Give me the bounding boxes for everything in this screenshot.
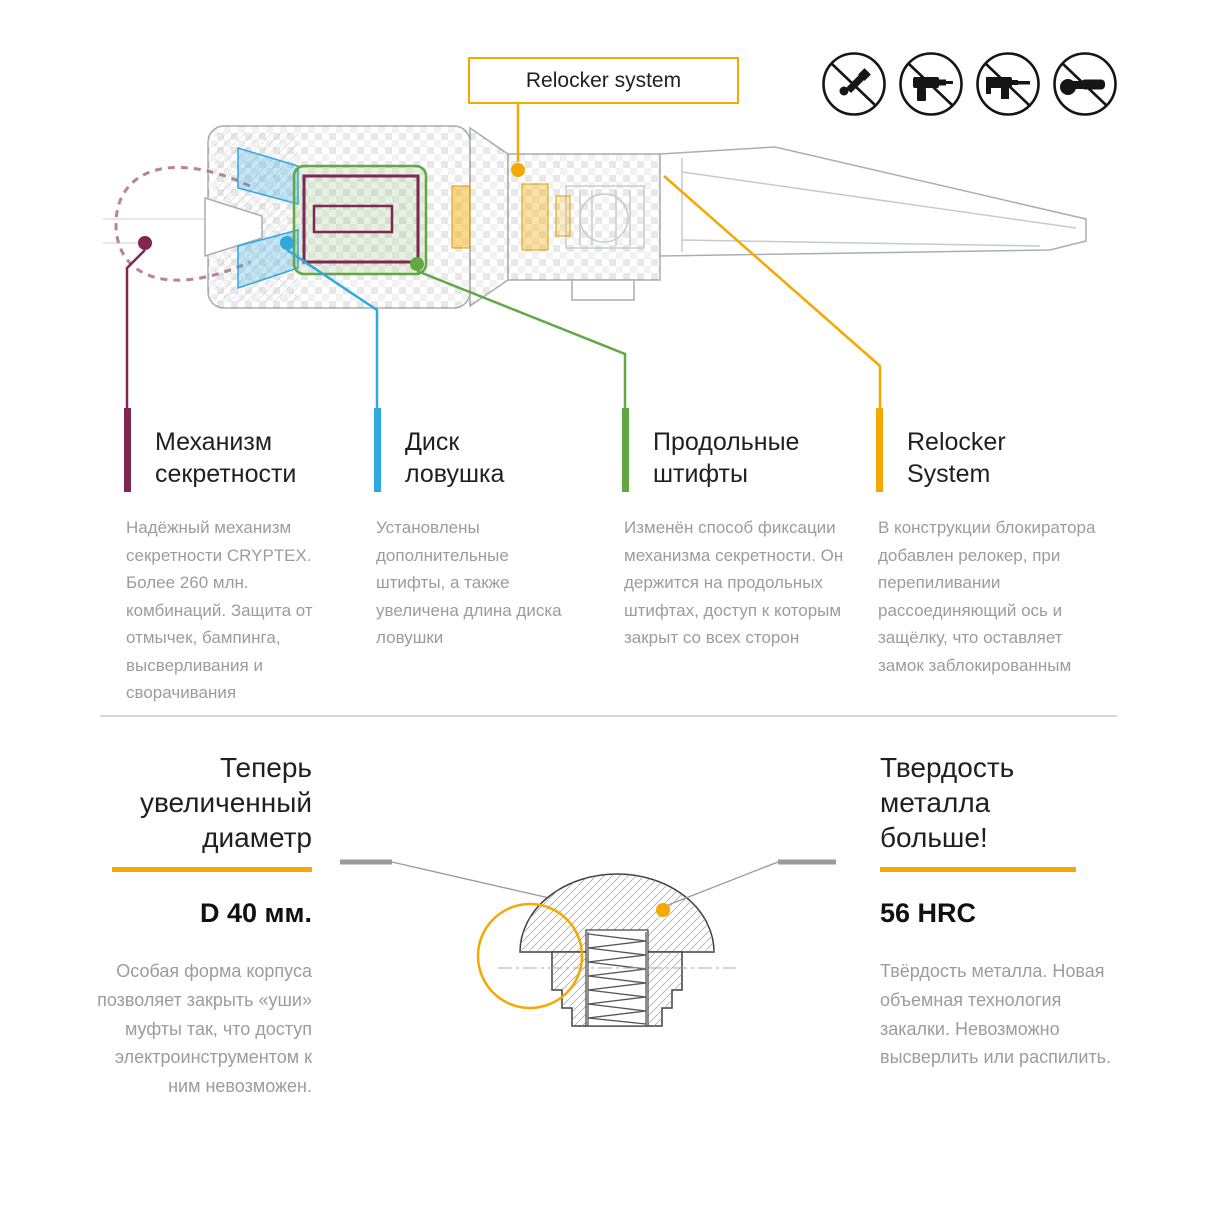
relocker-system-label: Relocker system <box>468 57 739 104</box>
center-line <box>103 218 1086 244</box>
hardness-value: 56 HRC <box>880 898 977 928</box>
feature-relocker-body: В конструкции блокиратора добавлен релок… <box>878 518 1096 675</box>
feature-pins: Продольные штифты Изменён способ фиксаци… <box>622 408 848 652</box>
callout-trap-disk-dot <box>280 236 294 250</box>
feature-mechanism-title: Механизм секретности <box>155 428 297 488</box>
feature-trap-disk-body: Установлены дополнительные штифты, а так… <box>376 518 562 648</box>
diameter-title: Теперь увеличенный диаметр <box>139 752 312 853</box>
detail-callout-right <box>667 859 836 906</box>
pins-highlight <box>292 164 428 276</box>
lock-body <box>204 125 1087 309</box>
feature-trap-disk-title: Диск ловушка <box>405 428 505 488</box>
shackle-loop <box>114 165 251 282</box>
spring <box>587 932 647 1026</box>
callout-mechanism-line <box>125 249 146 412</box>
trap-disk-highlight <box>237 146 299 290</box>
feature-mechanism: Механизм секретности Надёжный механизм с… <box>124 408 336 707</box>
hardness-underline <box>880 867 1076 872</box>
hardness-block: Твердость металла больше! 56 HRC Твёрдос… <box>880 750 1120 1072</box>
diameter-block: Теперь увеличенный диаметр D 40 мм. Особ… <box>78 750 312 1101</box>
diameter-underline <box>112 867 312 872</box>
feature-mechanism-body: Надёжный механизм секретности CRYPTEX. Б… <box>126 518 313 703</box>
callout-trap-disk-line <box>286 248 379 412</box>
relocker-highlight <box>451 183 571 251</box>
callout-pins-line <box>416 269 627 412</box>
mechanism-highlight <box>302 174 420 264</box>
hardness-body: Твёрдость металла. Новая объемная технол… <box>880 961 1112 1068</box>
coupling-part-drawing <box>340 859 836 1027</box>
section-divider <box>100 715 1117 717</box>
callout-mechanism-dot <box>138 236 152 250</box>
feature-trap-disk-color-bar <box>374 408 381 492</box>
no-drill-icon <box>899 52 963 116</box>
diameter-value: D 40 мм. <box>200 898 312 928</box>
feature-mechanism-color-bar <box>124 408 131 492</box>
feature-pins-title: Продольные штифты <box>653 428 800 488</box>
no-die-grinder-icon <box>822 52 886 116</box>
prohibited-tools-row <box>820 50 1119 118</box>
zoom-circle <box>476 902 584 1010</box>
feature-trap-disk: Диск ловушка Установлены дополнительные … <box>374 408 572 652</box>
detail-callout-left <box>340 859 559 901</box>
diameter-body: Особая форма корпуса позволяет закрыть «… <box>97 961 312 1097</box>
feature-relocker: Relocker System В конструкции блокиратор… <box>876 408 1098 679</box>
feature-relocker-title: Relocker System <box>907 428 1006 488</box>
no-angle-grinder-icon <box>1053 52 1117 116</box>
feature-relocker-color-bar <box>876 408 883 492</box>
hardness-title: Твердость металла больше! <box>880 752 1015 853</box>
callout-relocker-line <box>516 102 882 412</box>
detail-dot <box>656 903 670 917</box>
callout-relocker-dot <box>511 163 525 177</box>
part-outline <box>519 873 715 1027</box>
callout-pins-dot <box>410 257 424 271</box>
feature-pins-color-bar <box>622 408 629 492</box>
no-hammer-drill-icon <box>976 52 1040 116</box>
feature-pins-body: Изменён способ фиксации механизма секрет… <box>624 518 844 648</box>
